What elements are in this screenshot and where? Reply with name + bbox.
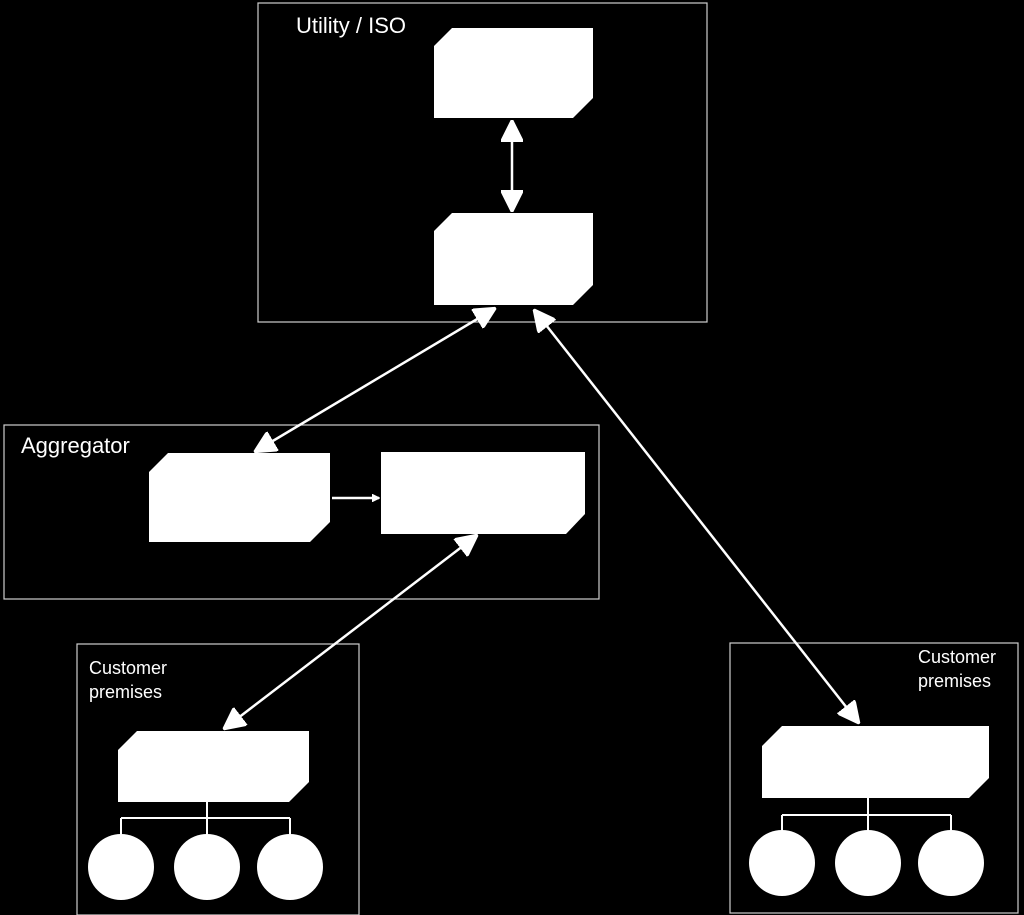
customer-premises-left-group: Customer premises (76, 643, 360, 915)
aggregator-group: Aggregator (3, 424, 600, 600)
customer-right-controller-node[interactable] (762, 726, 989, 798)
connector-aggregator-to-customer-left (225, 536, 476, 728)
customer-premises-right-group: Customer premises (729, 642, 1019, 914)
customer-premises-right-label-line2: premises (918, 671, 991, 691)
customer-left-device-3[interactable] (257, 834, 323, 900)
customer-left-device-2[interactable] (174, 834, 240, 900)
customer-premises-left-label-line1: Customer (89, 658, 167, 678)
connector-utility-to-aggregator (256, 309, 494, 451)
customer-premises-right-label-line1: Customer (918, 647, 996, 667)
utility-iso-label: Utility / ISO (296, 13, 406, 38)
utility-iso-group: Utility / ISO (257, 2, 708, 323)
customer-left-device-1[interactable] (88, 834, 154, 900)
customer-left-controller-node[interactable] (118, 731, 309, 802)
utility-upper-node[interactable] (434, 28, 593, 118)
customer-right-device-2[interactable] (835, 830, 901, 896)
customer-premises-right-frame (729, 642, 1019, 914)
aggregator-label: Aggregator (21, 433, 130, 458)
utility-lower-node[interactable] (434, 213, 593, 305)
customer-right-device-1[interactable] (749, 830, 815, 896)
customer-right-device-wiring (781, 798, 952, 832)
customer-left-device-wiring (120, 802, 291, 836)
customer-premises-left-label-line2: premises (89, 682, 162, 702)
aggregator-left-node[interactable] (149, 453, 330, 542)
connector-utility-to-customer-right (535, 311, 858, 722)
customer-right-device-3[interactable] (918, 830, 984, 896)
customer-premises-left-frame (76, 643, 360, 915)
aggregator-right-node[interactable] (381, 452, 585, 534)
